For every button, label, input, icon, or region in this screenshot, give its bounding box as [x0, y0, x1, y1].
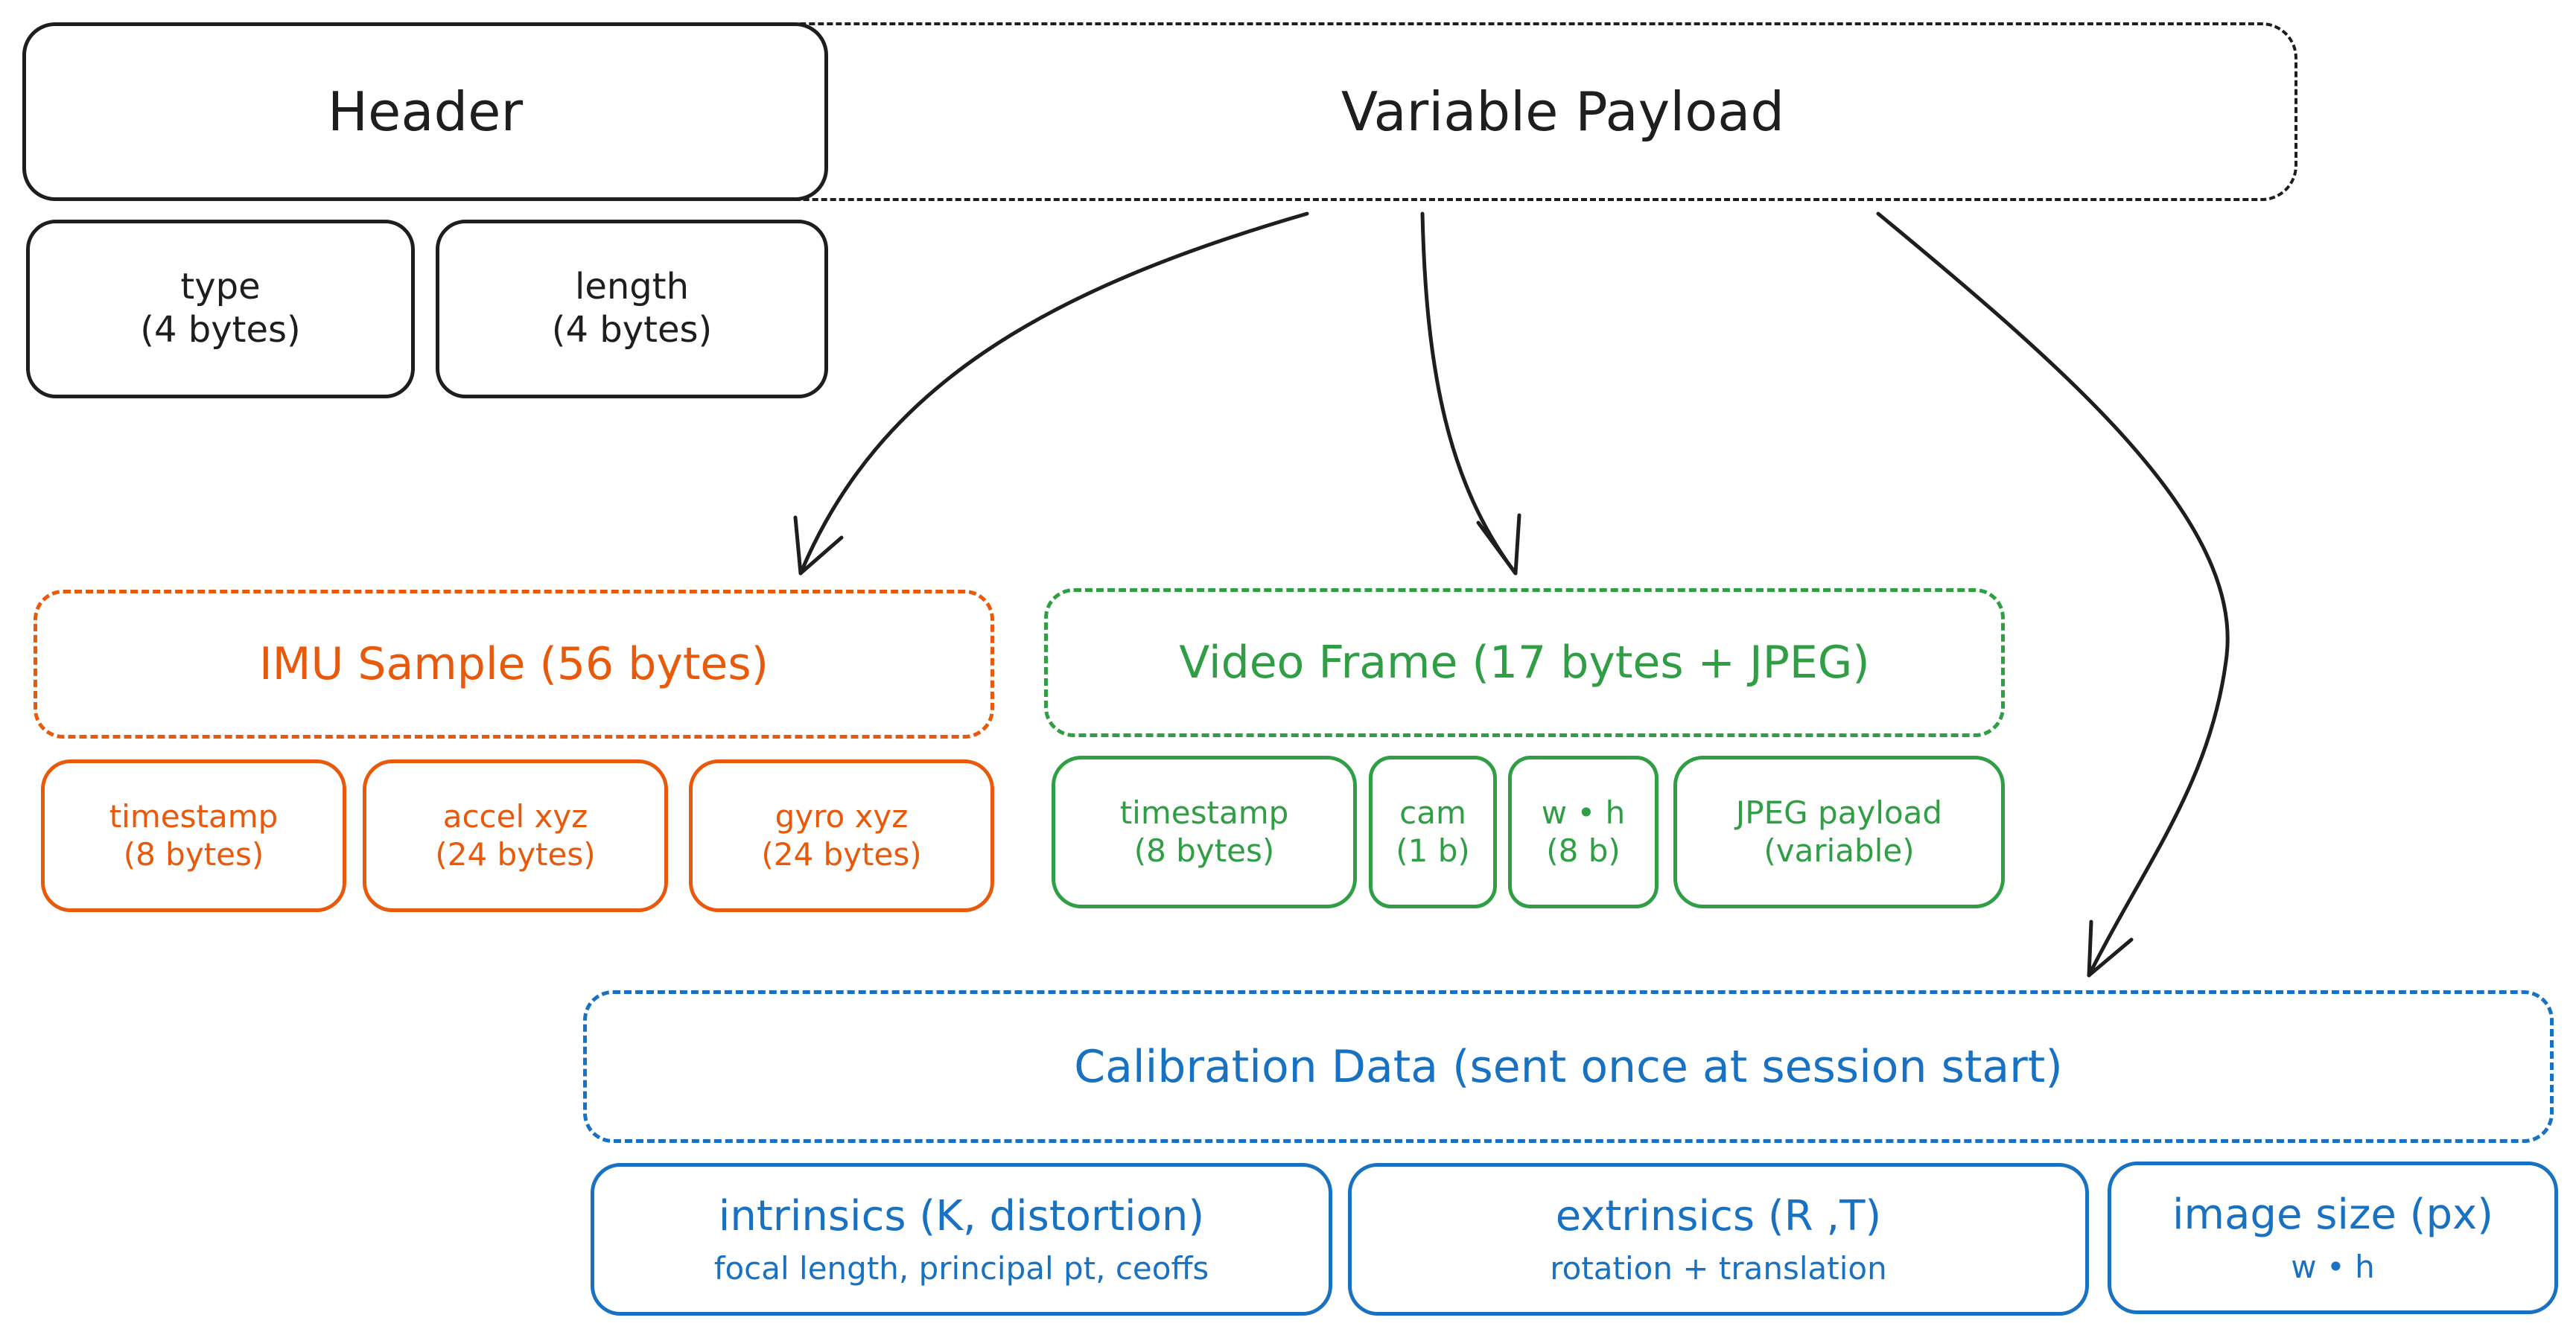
- field-size: (24 bytes): [761, 835, 922, 873]
- field-size: (8 bytes): [123, 835, 264, 873]
- video-field-jpeg: JPEG payload (variable): [1673, 756, 2005, 908]
- field-name: image size (px): [2172, 1190, 2493, 1239]
- field-name: gyro xyz: [775, 798, 909, 835]
- field-detail: w • h: [2291, 1248, 2375, 1285]
- calibration-box: Calibration Data (sent once at session s…: [583, 990, 2554, 1143]
- arrow-payload-to-calibration: [1876, 211, 2230, 978]
- video-frame-box: Video Frame (17 bytes + JPEG): [1044, 588, 2005, 737]
- imu-title: IMU Sample (56 bytes): [258, 638, 769, 690]
- calibration-field-intrinsics: intrinsics (K, distortion) focal length,…: [591, 1163, 1332, 1316]
- video-field-timestamp: timestamp (8 bytes): [1052, 756, 1357, 908]
- header-title: Header: [327, 80, 524, 143]
- field-size: (24 bytes): [435, 835, 596, 873]
- calibration-field-image-size: image size (px) w • h: [2108, 1162, 2558, 1314]
- arrow-payload-to-video: [1420, 211, 1518, 576]
- imu-field-timestamp: timestamp (8 bytes): [41, 759, 346, 912]
- payload-title: Variable Payload: [1341, 80, 1785, 143]
- field-name: accel xyz: [442, 798, 588, 835]
- field-name: extrinsics (R ,T): [1555, 1191, 1882, 1240]
- field-name: intrinsics (K, distortion): [718, 1191, 1205, 1240]
- field-size: (4 bytes): [551, 309, 713, 351]
- header-box: Header: [22, 22, 828, 201]
- arrow-payload-to-video-head: [1476, 513, 1521, 576]
- field-name: type: [180, 266, 261, 308]
- video-title: Video Frame (17 bytes + JPEG): [1179, 637, 1870, 689]
- header-field-length: length (4 bytes): [436, 220, 828, 398]
- calibration-field-extrinsics: extrinsics (R ,T) rotation + translation: [1348, 1163, 2089, 1316]
- header-field-type: type (4 bytes): [26, 220, 415, 398]
- field-name: cam: [1399, 794, 1466, 832]
- imu-sample-box: IMU Sample (56 bytes): [34, 590, 994, 739]
- calibration-title: Calibration Data (sent once at session s…: [1074, 1040, 2063, 1093]
- field-size: (8 b): [1546, 832, 1621, 869]
- arrow-payload-to-calibration-head: [2087, 920, 2134, 978]
- field-name: w • h: [1541, 794, 1626, 832]
- video-field-wh: w • h (8 b): [1508, 756, 1659, 908]
- field-size: (1 b): [1396, 832, 1470, 869]
- imu-field-gyro: gyro xyz (24 bytes): [689, 759, 994, 912]
- field-name: JPEG payload: [1735, 794, 1943, 832]
- field-name: timestamp: [1119, 794, 1289, 832]
- payload-box: Variable Payload: [22, 22, 2297, 201]
- arrow-payload-to-imu: [798, 211, 1309, 576]
- field-detail: rotation + translation: [1550, 1249, 1887, 1287]
- field-size: (8 bytes): [1133, 832, 1275, 869]
- imu-field-accel: accel xyz (24 bytes): [363, 759, 668, 912]
- field-size: (variable): [1764, 832, 1915, 869]
- video-field-cam: cam (1 b): [1369, 756, 1497, 908]
- field-size: (4 bytes): [140, 309, 301, 351]
- field-detail: focal length, principal pt, ceoffs: [713, 1249, 1209, 1287]
- field-name: timestamp: [109, 798, 279, 835]
- arrow-payload-to-imu-head: [793, 515, 844, 576]
- field-name: length: [575, 266, 689, 308]
